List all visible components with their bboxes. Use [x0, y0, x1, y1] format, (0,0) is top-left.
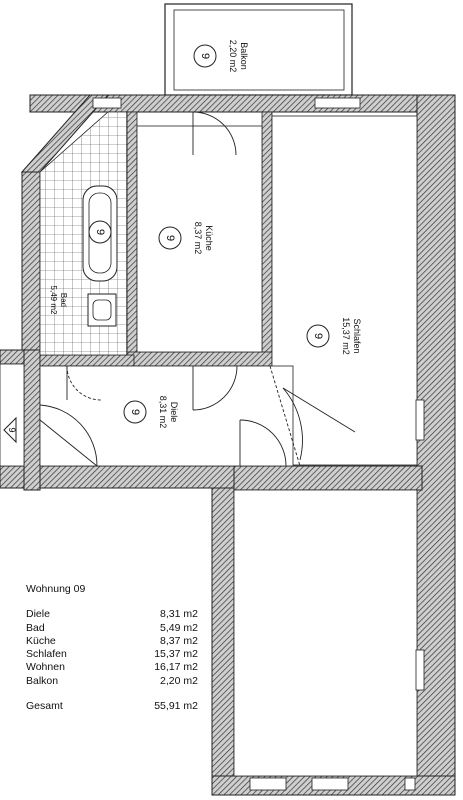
- kueche-area: 8,37 m2: [193, 222, 203, 255]
- legend-area: 15,37 m2: [154, 648, 198, 661]
- room-markers: [88, 44, 330, 424]
- diele-label: Diele: [169, 402, 179, 423]
- marker-bad-num: 9: [94, 229, 106, 235]
- marker-schlafen: [306, 324, 330, 348]
- legend-row: Küche 8,37 m2: [26, 635, 198, 648]
- legend-room: Küche: [26, 634, 56, 647]
- balcony: [164, 3, 353, 96]
- bad-label: Bad: [59, 293, 68, 307]
- legend-row: Balkon 2,20 m2: [26, 675, 198, 688]
- doors: [39, 111, 356, 467]
- legend-row: Bad 5,49 m2: [26, 622, 198, 635]
- marker-kueche: [158, 226, 182, 250]
- legend-total-row: Gesamt 55,91 m2: [26, 700, 198, 713]
- marker-balkon: [193, 44, 217, 68]
- legend-room: Bad: [26, 621, 45, 634]
- legend-area: 2,20 m2: [160, 674, 198, 687]
- balkon-area: 2,20 m2: [228, 40, 238, 73]
- schlafen-label: Schlafen: [352, 318, 362, 353]
- hall-floor: [39, 365, 294, 467]
- schlafen-area: 15,37 m2: [341, 317, 351, 355]
- windows: [92, 97, 425, 791]
- marker-diele-num: 9: [129, 409, 141, 415]
- legend-area: 8,37 m2: [160, 634, 198, 647]
- marker-bad: [88, 220, 112, 244]
- legend-room: Schlafen: [26, 648, 67, 661]
- legend-total-area: 55,91 m2: [154, 700, 198, 713]
- kitchen-floor: [136, 125, 263, 353]
- bedroom-floor: [271, 115, 418, 466]
- legend-room: Wohnen: [26, 661, 65, 674]
- legend-room: Diele: [26, 608, 50, 621]
- area-legend: Wohnung 09 Diele 8,31 m2 Bad 5,49 m2 Küc…: [26, 583, 198, 713]
- marker-diele: [123, 400, 147, 424]
- balkon-label: Balkon: [239, 42, 249, 70]
- marker-schlafen-num: 9: [312, 333, 324, 339]
- legend-total-label: Gesamt: [26, 700, 63, 713]
- legend-area: 16,17 m2: [154, 661, 198, 674]
- living-floor: [233, 489, 418, 777]
- rooms: [39, 115, 418, 777]
- legend-area: 5,49 m2: [160, 621, 198, 634]
- marker-balkon-num: 9: [199, 53, 211, 59]
- legend-row: Diele 8,31 m2: [26, 608, 198, 621]
- diele-area: 8,31 m2: [158, 396, 168, 429]
- legend-row: Schlafen 15,37 m2: [26, 648, 198, 661]
- bad-area: 5,49 m2: [49, 286, 58, 315]
- marker-kueche-num: 9: [164, 235, 176, 241]
- legend-row: Wohnen 16,17 m2: [26, 661, 198, 674]
- entrance-marker-num: 9: [7, 427, 17, 432]
- entrance-marker: 9: [0, 363, 25, 467]
- legend-area: 8,31 m2: [160, 608, 198, 621]
- kueche-label: Küche: [204, 225, 214, 251]
- legend-room: Balkon: [26, 674, 59, 687]
- legend-title: Wohnung 09: [26, 583, 86, 595]
- outer-walls: [0, 94, 456, 796]
